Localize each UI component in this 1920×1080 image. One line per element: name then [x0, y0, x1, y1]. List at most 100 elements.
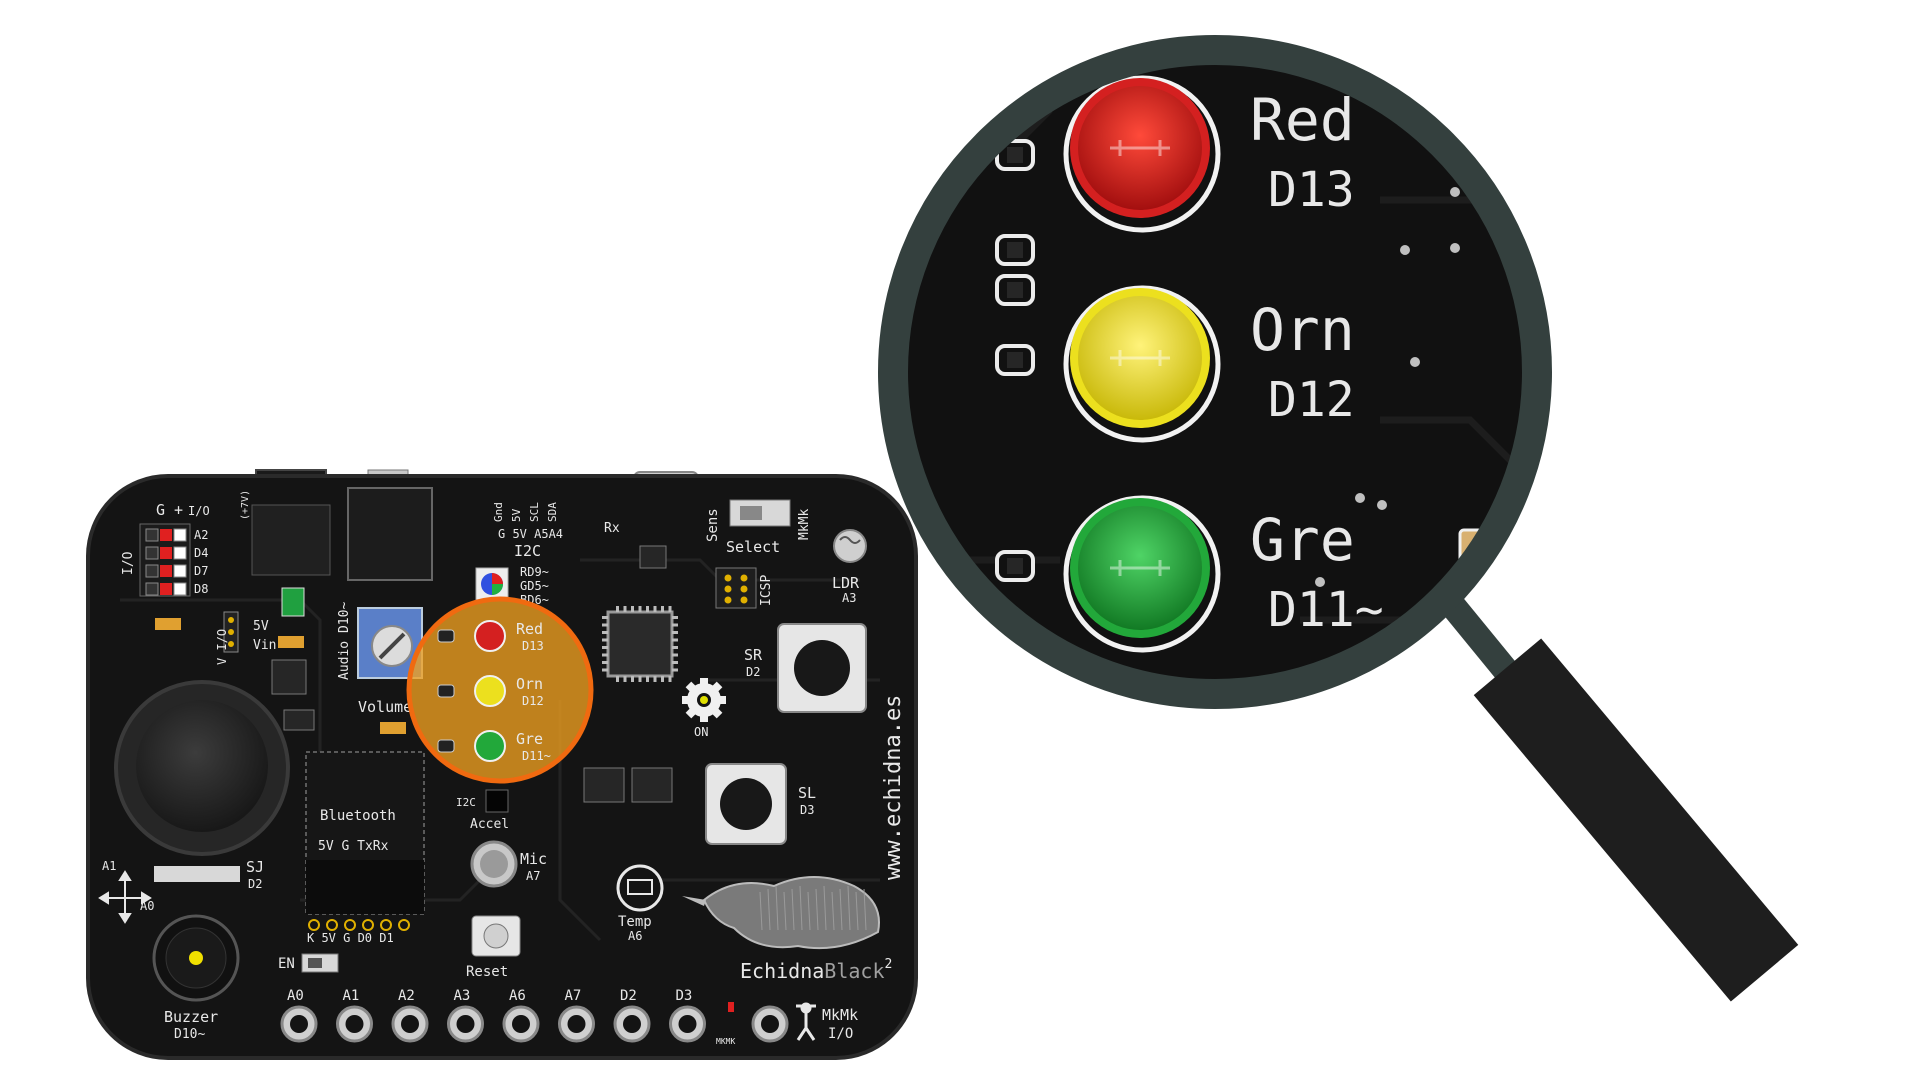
sr-button[interactable] — [777, 623, 867, 713]
power-jumper[interactable] — [223, 611, 239, 653]
brand-label: EchidnaBlack2 — [740, 957, 892, 983]
io-top-label: I/O — [188, 504, 210, 518]
power-5v-label: 5V — [253, 619, 269, 634]
led-resistor — [437, 739, 455, 753]
header-pin-red[interactable] — [160, 547, 172, 559]
zoom-led-pin: D12 — [1268, 372, 1355, 428]
icsp-header[interactable] — [715, 567, 757, 609]
led-gre — [474, 730, 506, 762]
rgb-pin-label: RD9~ — [520, 565, 549, 579]
zoom-led-name: Gre — [1250, 506, 1355, 574]
i2c-pins-label: G 5V A5A4 — [498, 527, 563, 541]
on-gear-icon — [682, 678, 726, 722]
led-pin-label: D12 — [522, 694, 544, 708]
i2c-label: I2C — [514, 542, 541, 560]
website-label: www.echidna.es — [881, 695, 906, 880]
rx-label: Rx — [604, 521, 620, 536]
led-pin-label: D11~ — [522, 749, 551, 763]
header-pin[interactable] — [145, 546, 159, 560]
bottom-pad-label: A0 — [287, 988, 304, 1004]
ldr-sensor — [833, 529, 867, 563]
smd-capacitor-3 — [380, 722, 406, 734]
on-label: ON — [694, 725, 708, 739]
reset-button[interactable] — [471, 915, 521, 957]
sl-pin: D3 — [800, 803, 814, 817]
io-header-pins[interactable] — [139, 523, 191, 597]
led-orn — [474, 675, 506, 707]
buzzer-pin: D10~ — [174, 1027, 205, 1042]
dc-jack-body — [251, 504, 331, 576]
ldr-label: LDR — [832, 574, 860, 592]
smd-capacitor — [155, 618, 181, 630]
header-pin-red[interactable] — [160, 529, 172, 541]
led-red — [474, 620, 506, 652]
header-pin-white[interactable] — [173, 546, 187, 560]
select-switch-knob[interactable] — [740, 506, 762, 520]
top-pin-label: SCL — [528, 502, 541, 522]
magnifier-frame — [878, 35, 1552, 709]
smd-capacitor-2 — [278, 636, 304, 648]
left-pin-label: D7 — [194, 564, 208, 578]
header-pin[interactable] — [145, 528, 159, 542]
icsp-label: ICSP — [759, 575, 774, 606]
zoom-led-ring — [1063, 75, 1221, 233]
header-pin[interactable] — [145, 582, 159, 596]
top-pin-label: Gnd — [492, 502, 505, 522]
top-pin-label: SDA — [546, 502, 559, 522]
power-vin-label: Vin — [253, 638, 276, 653]
axis-y-label: A1 — [102, 859, 116, 873]
header-pin-white[interactable] — [173, 528, 187, 542]
bottom-pad-label: D2 — [620, 988, 637, 1004]
bluetooth-module: Bluetooth 5V G TxRx — [305, 751, 425, 915]
i2c-accel-i2c: I2C — [456, 796, 476, 809]
led-name-label: Red — [516, 620, 543, 638]
mkmk-small-label: MKMK — [716, 1037, 735, 1046]
temp-sensor — [616, 864, 664, 912]
led-resistor — [437, 629, 455, 643]
magnifier-handle — [1473, 638, 1799, 1002]
smd-led-green — [281, 587, 305, 617]
header-pin-white[interactable] — [173, 564, 187, 578]
driver-chip-1 — [583, 767, 625, 803]
led-name-label: Gre — [516, 730, 543, 748]
bottom-pad-label: A1 — [343, 988, 360, 1004]
io-vertical-label: I/O — [121, 551, 136, 575]
sl-label: SL — [798, 784, 816, 802]
led-pin-label: D13 — [522, 639, 544, 653]
sl-button[interactable] — [705, 763, 787, 845]
bluetooth-title: Bluetooth — [320, 808, 396, 824]
sr-label: SR — [744, 646, 763, 664]
header-pin-red[interactable] — [160, 565, 172, 577]
sj-pin: D2 — [248, 877, 262, 891]
mkmk-led — [728, 1002, 734, 1012]
power-io-label: V I/O — [215, 629, 229, 665]
microcontroller-chip — [602, 606, 678, 682]
audio-jack-body — [347, 487, 433, 581]
bottom-pad-label: A6 — [509, 988, 526, 1004]
accel-label: Accel — [470, 817, 509, 832]
reset-label: Reset — [466, 964, 508, 980]
select-label: Select — [726, 538, 780, 556]
buzzer — [152, 914, 240, 1002]
header-pin-red[interactable] — [160, 583, 172, 595]
sens-label: Sens — [705, 508, 721, 542]
bluetooth-pins: 5V G TxRx — [318, 839, 389, 854]
connector-small — [283, 709, 315, 731]
joystick[interactable] — [114, 680, 290, 856]
header-pin[interactable] — [145, 564, 159, 578]
zoom-led-ring — [1063, 285, 1221, 443]
sj-label: SJ — [246, 858, 264, 876]
header-pin-white[interactable] — [173, 582, 187, 596]
zoom-led-name: Orn — [1250, 296, 1355, 364]
left-pin-label: A2 — [194, 528, 208, 542]
left-pin-label: D8 — [194, 582, 208, 596]
audio-label: Audio D10~ — [337, 602, 352, 680]
joystick-base — [154, 866, 240, 882]
mkmk-top-label: MkMk — [797, 509, 812, 540]
zoom-led-pin: D13 — [1268, 162, 1355, 218]
